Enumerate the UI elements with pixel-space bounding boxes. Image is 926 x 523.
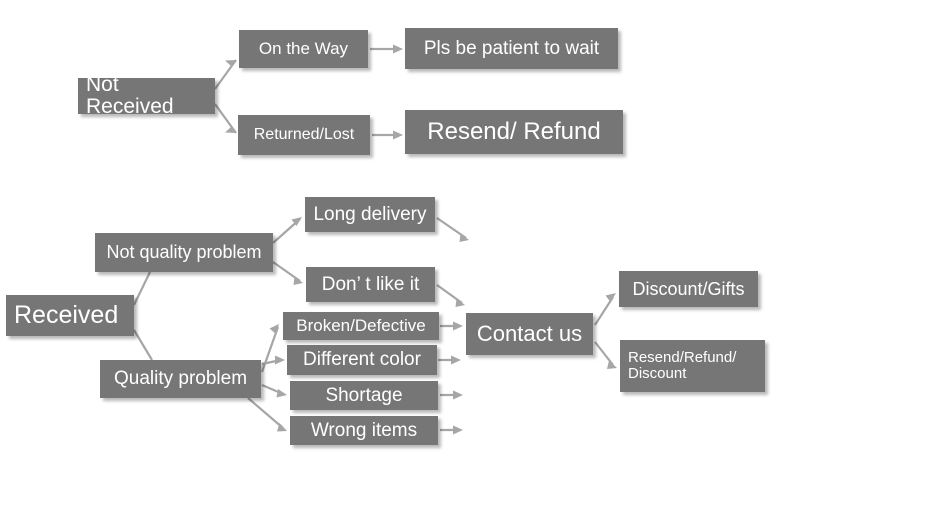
arrowhead-icon	[453, 321, 463, 331]
connector-dont-like-it-to-contact-us	[436, 284, 465, 307]
node-different-color[interactable]: Different color	[287, 345, 437, 375]
node-returned-lost[interactable]: Returned/Lost	[238, 115, 370, 155]
connector-contact-us-to-discount-gifts	[594, 293, 616, 326]
connector-line	[247, 397, 284, 429]
arrowhead-icon	[393, 44, 403, 54]
connector-long-delivery-to-contact-us	[436, 217, 469, 242]
arrowhead-icon	[276, 389, 287, 398]
node-resend-refund[interactable]: Resend/ Refund	[405, 110, 623, 154]
arrowhead-icon	[293, 276, 303, 285]
connector-shortage-to-contact-us	[440, 390, 463, 400]
node-label: Received	[14, 301, 119, 330]
node-on-the-way[interactable]: On the Way	[239, 30, 368, 68]
node-label: Wrong items	[310, 419, 418, 441]
arrowhead-icon	[275, 355, 285, 365]
connector-line	[133, 271, 151, 306]
node-shortage[interactable]: Shortage	[290, 381, 438, 410]
node-label: Resend/ Refund	[427, 118, 601, 146]
connector-line	[594, 296, 614, 326]
connector-not-received-to-on-the-way	[214, 59, 237, 90]
connector-line	[214, 103, 237, 134]
node-dont-like-it[interactable]: Don’ t like it	[306, 267, 435, 302]
node-label: Returned/Lost	[253, 125, 355, 143]
connector-line	[214, 59, 237, 90]
connector-line	[436, 284, 463, 304]
node-label: Not Received	[86, 72, 174, 118]
arrowhead-icon	[455, 298, 465, 307]
connector-quality-problem-to-different-color	[261, 355, 285, 366]
arrowhead-icon	[277, 423, 287, 432]
node-received[interactable]: Received	[6, 295, 134, 336]
arrowhead-icon	[269, 324, 279, 334]
arrowhead-icon	[451, 355, 461, 365]
connector-contact-us-to-resend-refund-disc	[594, 341, 617, 369]
node-label: Discount/Gifts	[632, 278, 745, 299]
connector-received-to-not-quality	[133, 271, 151, 306]
node-broken-defective[interactable]: Broken/Defective	[283, 312, 439, 340]
connector-quality-problem-to-wrong-items	[247, 397, 287, 432]
node-label: On the Way	[258, 39, 349, 59]
connector-line	[260, 326, 280, 373]
connector-quality-problem-to-shortage	[261, 383, 287, 398]
node-not-received[interactable]: Not Received	[78, 73, 215, 118]
arrowhead-icon	[605, 293, 616, 302]
connector-line	[272, 218, 301, 244]
node-label: Pls be patient to wait	[423, 37, 600, 59]
connector-on-the-way-to-pls-be-patient	[370, 44, 403, 54]
node-contact-us[interactable]: Contact us	[466, 313, 593, 355]
node-label: Contact us	[476, 321, 583, 347]
node-label: Don’ t like it	[321, 273, 420, 295]
connector-line	[261, 358, 282, 366]
node-label: Different color	[303, 349, 421, 371]
node-resend-refund-disc[interactable]: Resend/Refund/ Discount	[620, 340, 765, 392]
arrowhead-icon	[607, 360, 617, 369]
connector-not-quality-to-long-delivery	[272, 217, 302, 244]
connector-quality-problem-to-broken-defective	[260, 324, 280, 373]
node-label: Shortage	[325, 384, 403, 406]
connector-received-to-quality-problem	[133, 329, 153, 361]
connector-line	[261, 383, 284, 396]
arrowhead-icon	[225, 127, 236, 133]
node-discount-gifts[interactable]: Discount/Gifts	[619, 271, 758, 307]
node-long-delivery[interactable]: Long delivery	[305, 197, 435, 232]
node-not-quality[interactable]: Not quality problem	[95, 233, 273, 272]
connector-different-color-to-contact-us	[438, 355, 461, 365]
connector-not-quality-to-dont-like-it	[272, 261, 303, 285]
arrowhead-icon	[453, 390, 463, 400]
node-label: Broken/Defective	[296, 316, 426, 336]
connector-line	[133, 329, 153, 361]
connector-not-received-to-returned-lost	[214, 103, 237, 134]
node-wrong-items[interactable]: Wrong items	[290, 416, 438, 445]
node-quality-problem[interactable]: Quality problem	[100, 360, 261, 398]
node-label: Not quality problem	[106, 242, 262, 263]
arrowhead-icon	[291, 217, 302, 226]
arrowhead-icon	[459, 233, 469, 242]
arrowhead-icon	[453, 425, 463, 435]
arrowhead-icon	[393, 130, 403, 140]
connector-line	[594, 341, 614, 366]
connector-line	[436, 217, 467, 239]
connector-wrong-items-to-contact-us	[440, 425, 463, 435]
connector-broken-defective-to-contact-us	[440, 321, 463, 331]
node-label: Long delivery	[313, 203, 427, 225]
connector-returned-lost-to-resend-refund	[372, 130, 403, 140]
node-pls-be-patient[interactable]: Pls be patient to wait	[405, 28, 618, 69]
node-label: Resend/Refund/ Discount	[628, 349, 737, 382]
arrowhead-icon	[225, 60, 236, 66]
connector-line	[272, 261, 301, 282]
node-label: Quality problem	[113, 368, 248, 390]
